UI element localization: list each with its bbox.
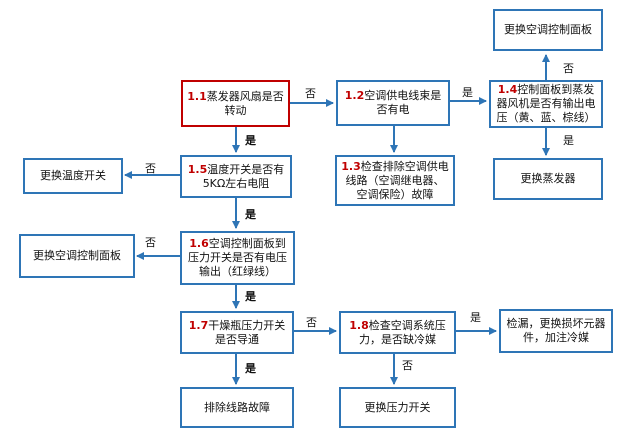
node-1-4: 1.4控制面板到蒸发器风机是否有输出电压（黄、蓝、棕线） [489, 80, 603, 128]
edge-label-1-6-to-1-7: 是 [245, 290, 256, 303]
node-1-7-text: 1.7干燥瓶压力开关是否导通 [188, 318, 286, 346]
node-fix-wiring: 排除线路故障 [180, 387, 294, 428]
node-leak-check: 检漏，更换损坏元器件，加注冷媒 [499, 309, 613, 353]
node-replace-panel-top: 更换空调控制面板 [493, 9, 603, 51]
node-1-8-text: 1.8检查空调系统压力，是否缺冷媒 [349, 318, 446, 346]
edge-label-1-7-to-1-8: 否 [306, 316, 317, 329]
edge-label-1-4-to-evaporator: 是 [563, 134, 574, 147]
node-1-1-text: 1.1蒸发器风扇是否转动 [187, 89, 284, 117]
edge-label-1-6-to-panel: 否 [145, 236, 156, 249]
edge-label-1-1-to-1-5: 是 [245, 134, 256, 147]
node-1-6-text: 1.6空调控制面板到压力开关是否有电压输出（红绿线） [188, 237, 287, 278]
node-1-3: 1.3检查排除空调供电线路（空调继电器、空调保险）故障 [335, 155, 455, 206]
node-1-4-text: 1.4控制面板到蒸发器风机是否有输出电压（黄、蓝、棕线） [496, 83, 596, 124]
node-1-5-text: 1.5温度开关是否有5KΩ左右电阻 [187, 162, 285, 190]
edge-label-1-5-to-1-6: 是 [245, 208, 256, 221]
node-1-2-text: 1.2空调供电线束是否有电 [344, 89, 442, 116]
node-1-2: 1.2空调供电线束是否有电 [336, 80, 450, 126]
edge-label-1-8-to-pressure: 否 [402, 359, 413, 372]
node-1-5: 1.5温度开关是否有5KΩ左右电阻 [180, 155, 292, 198]
edge-label-1-4-to-panel: 否 [563, 62, 574, 75]
node-1-8: 1.8检查空调系统压力，是否缺冷媒 [339, 311, 456, 354]
node-replace-panel-left: 更换空调控制面板 [19, 234, 135, 278]
edge-label-1-2-to-1-4: 是 [462, 86, 473, 99]
node-1-1: 1.1蒸发器风扇是否转动 [181, 80, 290, 127]
node-1-7: 1.7干燥瓶压力开关是否导通 [180, 311, 294, 354]
edge-label-1-1-to-1-2: 否 [305, 87, 316, 100]
node-1-3-text: 1.3检查排除空调供电线路（空调继电器、空调保险）故障 [341, 159, 449, 201]
edge-label-1-7-to-wiring: 是 [245, 362, 256, 375]
edge-label-1-5-to-temp-switch: 否 [145, 162, 156, 175]
node-replace-temp-switch: 更换温度开关 [23, 158, 123, 194]
node-replace-evaporator: 更换蒸发器 [493, 158, 603, 200]
edge-label-1-8-to-leak: 是 [470, 311, 481, 324]
node-replace-pressure-switch: 更换压力开关 [339, 387, 456, 428]
node-1-6: 1.6空调控制面板到压力开关是否有电压输出（红绿线） [180, 231, 295, 285]
